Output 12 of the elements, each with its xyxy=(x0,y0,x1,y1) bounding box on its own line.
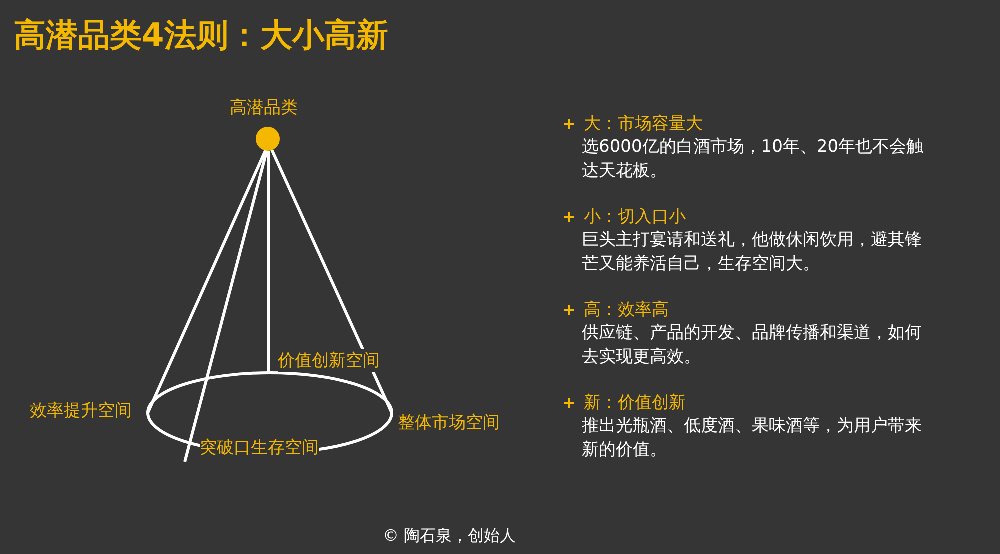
item-heading: 大：市场容量大 xyxy=(584,113,703,135)
apex-label: 高潜品类 xyxy=(230,97,298,119)
title: 高潜品类4法则：大小高新 xyxy=(14,15,388,56)
caption: © 陶石泉，创始人 xyxy=(383,526,516,547)
item-heading: 小：切入口小 xyxy=(584,206,686,228)
item-heading: 高：效率高 xyxy=(584,299,669,321)
item-description: 巨头主打宴请和送礼，他做休闲饮用，避其锋芒又能养活自己，生存空间大。 xyxy=(582,229,923,276)
item-heading: 新：价值创新 xyxy=(584,392,686,414)
space-label: 价值创新空间 xyxy=(278,349,380,372)
item-description: 选6000亿的白酒市场，10年、20年也不会触达天花板。 xyxy=(582,136,925,183)
item-description: 推出光瓶酒、低度酒、果味酒等，为用户带来新的价值。 xyxy=(582,415,923,462)
item-description: 供应链、产品的开发、品牌传播和渠道，如何去实现更高效。 xyxy=(582,322,923,369)
